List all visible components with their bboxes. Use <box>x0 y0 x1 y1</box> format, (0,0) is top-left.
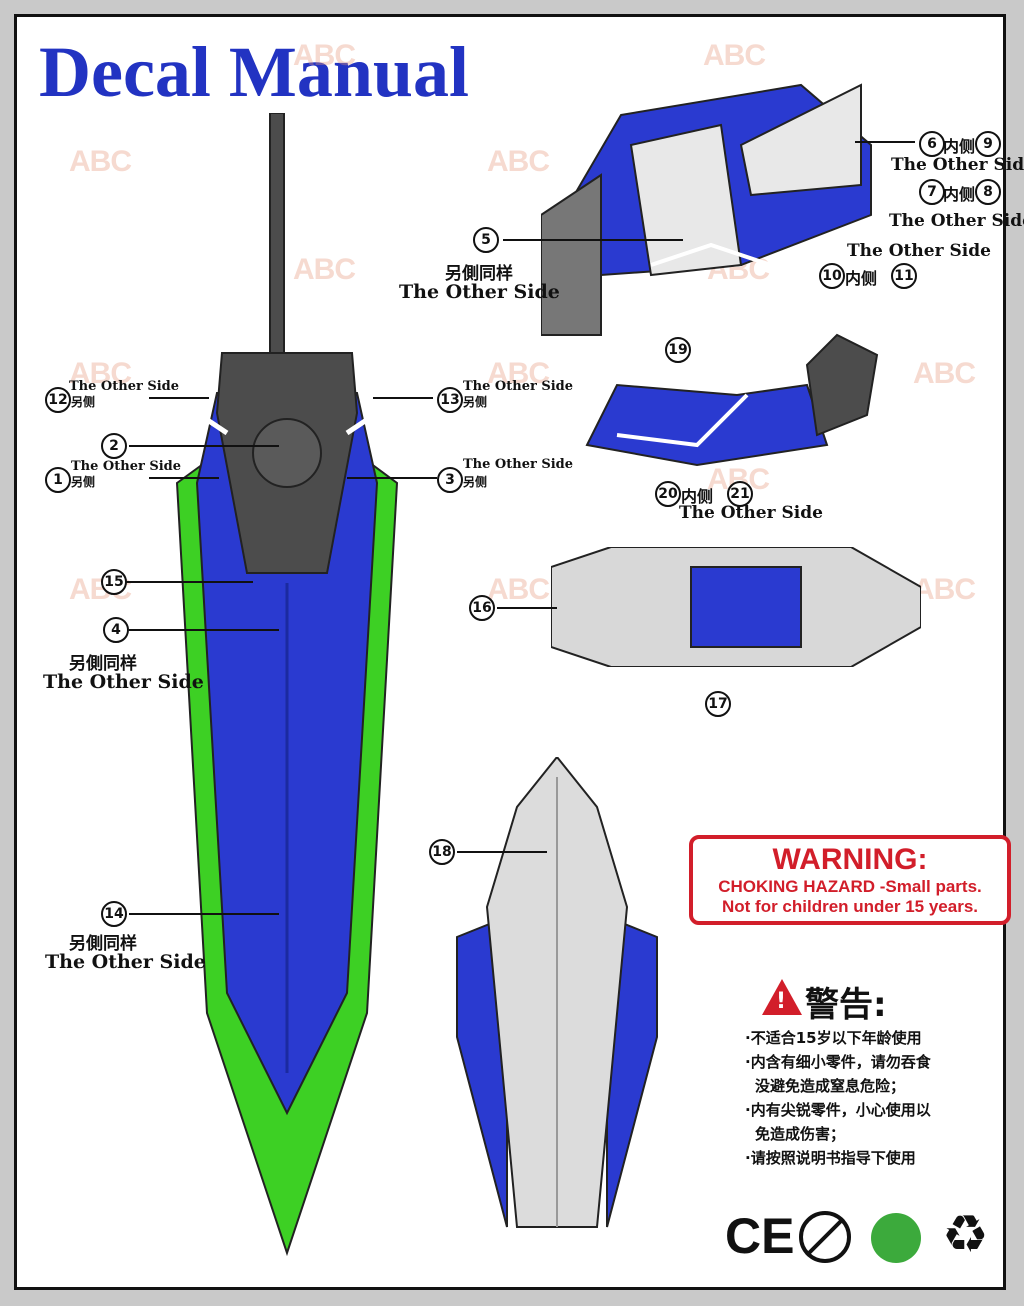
watermark: ABC <box>487 573 550 606</box>
label-cn-inner: 内侧 <box>943 137 976 156</box>
label-other-side: The Other Side <box>399 281 560 303</box>
label-other-side: The Other Side <box>891 155 1024 175</box>
label-other-side: The Other Side <box>463 457 574 472</box>
callout-15: 15 <box>101 569 127 595</box>
callout-12: 12 <box>45 387 71 413</box>
leader-line <box>503 239 683 241</box>
leader-line <box>129 445 279 447</box>
watermark: ABC <box>913 357 976 390</box>
label-cn-same: 另側同样 <box>69 934 137 954</box>
no-small-children-icon <box>799 1211 851 1263</box>
manual-sheet: Decal Manual ABC ABC ABC ABC ABC ABC ABC… <box>14 14 1024 1290</box>
cn-warning-item: ·请按照说明书指导下使用 <box>745 1149 916 1167</box>
watermark: ABC <box>69 145 132 178</box>
callout-1: 1 <box>45 467 71 493</box>
callout-21: 21 <box>727 481 753 507</box>
callout-4: 4 <box>103 617 129 643</box>
label-cn-other: 另侧 <box>463 395 488 409</box>
exclamation-icon: ! <box>776 989 787 1014</box>
label-other-side: The Other Side <box>847 241 991 261</box>
watermark: ABC <box>293 39 356 72</box>
cn-warning-item: ·内含有细小零件，请勿吞食 <box>745 1053 931 1071</box>
label-cn-other: 另侧 <box>71 475 96 489</box>
label-cn-other: 另侧 <box>71 395 96 409</box>
callout-3: 3 <box>437 467 463 493</box>
callout-9: 9 <box>975 131 1001 157</box>
leader-line <box>149 397 209 399</box>
label-other-side: The Other Side <box>43 671 204 693</box>
callout-17: 17 <box>705 691 731 717</box>
label-other-side: The Other Side <box>69 379 180 394</box>
leader-line <box>129 913 279 915</box>
shield-illustration <box>456 757 658 1228</box>
recycle-icon: ♻ <box>942 1205 989 1265</box>
arm-part-illustration <box>585 333 879 467</box>
callout-10: 10 <box>819 263 845 289</box>
ce-mark-icon: CE <box>725 1208 795 1264</box>
callout-8: 8 <box>975 179 1001 205</box>
cn-warning-item: ·内有尖锐零件，小心使用以 <box>745 1101 931 1119</box>
sword-illustration <box>175 113 399 1257</box>
watermark: ABC <box>487 145 550 178</box>
label-cn-same: 另側同样 <box>69 654 137 674</box>
callout-5: 5 <box>473 227 499 253</box>
green-dot-icon <box>871 1213 921 1263</box>
watermark: ABC <box>69 357 132 390</box>
label-cn-inner: 内侧 <box>845 269 878 288</box>
watermark: ABC <box>293 253 356 286</box>
callout-18: 18 <box>429 839 455 865</box>
warning-line-2: Not for children under 15 years. <box>721 897 978 916</box>
cn-warning-item: ·不适合15岁以下年龄使用 <box>745 1029 922 1047</box>
label-other-side: The Other Side <box>679 503 823 523</box>
cn-warning-item: 没避免造成窒息危险； <box>755 1077 906 1095</box>
watermark: ABC <box>703 39 766 72</box>
callout-13: 13 <box>437 387 463 413</box>
leader-line <box>497 607 557 609</box>
leader-line <box>855 141 915 143</box>
callout-20: 20 <box>655 481 681 507</box>
leader-line <box>457 851 547 853</box>
cn-warning: 警告: ·不适合15岁以下年龄使用 ·内含有细小零件，请勿吞食 没避免造成窒息危… <box>745 977 1005 1170</box>
shoulder-part-illustration <box>541 83 872 336</box>
callout-14: 14 <box>101 901 127 927</box>
label-cn-other: 另侧 <box>463 475 488 489</box>
page-title: Decal Manual <box>39 32 469 112</box>
callout-7: 7 <box>919 179 945 205</box>
warning-triangle-icon <box>762 979 802 1015</box>
callout-2: 2 <box>101 433 127 459</box>
warning-title: WARNING: <box>772 843 928 876</box>
label-other-side: The Other Side <box>889 211 1024 231</box>
leader-line <box>123 581 253 583</box>
watermark: ABC <box>487 357 550 390</box>
callout-16: 16 <box>469 595 495 621</box>
leader-line <box>129 629 279 631</box>
label-cn-inner: 内侧 <box>681 487 714 506</box>
warning-line-1: CHOKING HAZARD -Small parts. <box>718 877 982 896</box>
label-cn-same: 另側同样 <box>445 264 513 284</box>
label-cn-inner: 内侧 <box>943 185 976 204</box>
label-other-side: The Other Side <box>463 379 574 394</box>
cn-warning-item: 免造成伤害； <box>755 1125 846 1143</box>
label-other-side: The Other Side <box>71 459 182 474</box>
callout-19: 19 <box>665 337 691 363</box>
leg-part-illustration <box>551 547 921 667</box>
leader-line <box>149 477 219 479</box>
callout-11: 11 <box>891 263 917 289</box>
leader-line <box>347 477 437 479</box>
cn-warning-title: 警告: <box>805 985 887 1025</box>
choking-hazard-warning: WARNING: CHOKING HAZARD -Small parts. No… <box>689 835 1011 925</box>
callout-6: 6 <box>919 131 945 157</box>
watermark: ABC <box>913 573 976 606</box>
leader-line <box>373 397 433 399</box>
label-other-side: The Other Side <box>45 951 206 973</box>
